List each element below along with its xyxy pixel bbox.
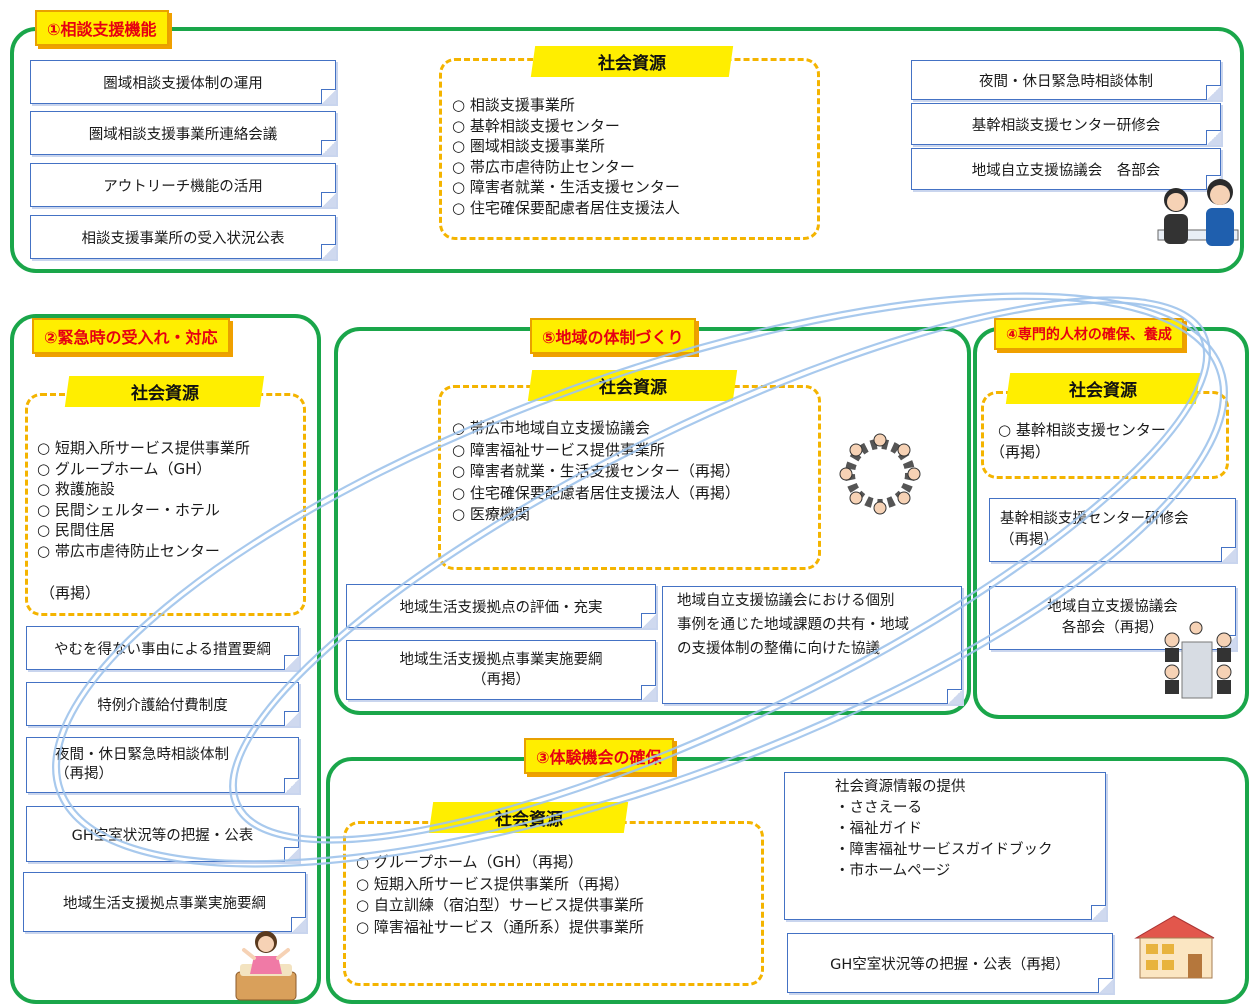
list-item: 短期入所サービス提供事業所（再掲） [356, 874, 644, 896]
section-badge-consultation: ①相談支援機能 [35, 10, 169, 46]
note-line: 地域生活支援拠点事業実施要綱 [399, 652, 603, 668]
resource-list-community: 帯広市地域自立支援協議会 障害福祉サービス提供事業所 障害者就業・生活支援センタ… [452, 418, 740, 526]
note-night-consultation-repost: 夜間・休日緊急時相談体制 （再掲） [26, 737, 299, 793]
list-item: 障害者就業・生活支援センター（再掲） [452, 461, 740, 483]
note-core-center-training: 基幹相談支援センター研修会 [911, 103, 1221, 145]
list-item: 短期入所サービス提供事業所 [37, 438, 250, 459]
note-line: の支援体制の整備に向けた協議 [677, 641, 880, 657]
note-line: 各部会（再掲） [1061, 620, 1164, 636]
meeting-illustration [1164, 621, 1232, 699]
list-item: 住宅確保要配慮者居住支援法人 [452, 198, 680, 219]
list-item: グループホーム（GH） [37, 459, 250, 480]
resource-title-community: 社会資源 [527, 370, 738, 401]
note-line: 夜間・休日緊急時相談体制 [55, 747, 229, 763]
list-item: 自立訓練（宿泊型）サービス提供事業所 [356, 895, 644, 917]
house-illustration [1134, 915, 1215, 979]
note-base-implementation-repost: 地域生活支援拠点事業実施要綱 （再掲） [346, 640, 656, 700]
resource-title-consultation: 社会資源 [530, 46, 734, 77]
list-item: 基幹相談支援センター [452, 116, 680, 137]
note-night-consultation: 夜間・休日緊急時相談体制 [911, 60, 1221, 100]
note-resource-info: 社会資源情報の提供 ・ささえーる ・福祉ガイド ・障害福祉サービスガイドブック … [784, 772, 1106, 920]
list-item: 救護施設 [37, 479, 250, 500]
list-item: 障害福祉サービス提供事業所 [452, 440, 740, 462]
note-gh-vacancy: GH空室状況等の把握・公表 [26, 806, 299, 862]
list-item: 民間シェルター・ホテル [37, 500, 250, 521]
note-line: ・市ホームページ [835, 863, 951, 879]
note-base-evaluation: 地域生活支援拠点の評価・充実 [346, 584, 656, 628]
note-base-implementation: 地域生活支援拠点事業実施要綱 [23, 872, 306, 932]
list-item: 帯広市地域自立支援協議会 [452, 418, 740, 440]
section-badge-emergency: ②緊急時の受入れ・対応 [32, 318, 230, 354]
note-gh-vacancy-repost: GH空室状況等の把握・公表（再掲） [787, 933, 1113, 993]
list-item: 民間住居 [37, 520, 250, 541]
note-line: （再掲） [1000, 532, 1058, 548]
note-line: （再掲） [472, 672, 530, 688]
list-item: 帯広市虐待防止センター [452, 157, 680, 178]
note-line: （再掲） [55, 766, 113, 782]
resource-title-personnel: 社会資源 [1005, 373, 1201, 404]
note-line: 基幹相談支援センター研修会 [1000, 511, 1189, 527]
list-item: 相談支援事業所 [452, 95, 680, 116]
resource-title-emergency: 社会資源 [64, 376, 265, 407]
list-item: 医療機関 [452, 504, 740, 526]
resource-list-emergency: 短期入所サービス提供事業所 グループホーム（GH） 救護施設 民間シェルター・ホ… [37, 438, 250, 561]
note-line: ・福祉ガイド [835, 821, 922, 837]
note-special-benefit: 特例介護給付費制度 [26, 682, 299, 726]
note-line: 社会資源情報の提供 [835, 779, 966, 795]
section-badge-experience: ③体験機会の確保 [524, 738, 674, 774]
resource-title-experience: 社会資源 [428, 802, 629, 833]
list-item: 帯広市虐待防止センター [37, 541, 250, 562]
note-liaison-meeting: 圏域相談支援事業所連絡会議 [30, 111, 336, 155]
note-line: ・ささえーる [835, 800, 922, 816]
section-badge-personnel: ④専門的人材の確保、養成 [994, 318, 1184, 350]
list-item: グループホーム（GH）（再掲） [356, 852, 644, 874]
note-regional-system: 圏域相談支援体制の運用 [30, 60, 336, 104]
resource-list-personnel: 基幹相談支援センター [998, 420, 1166, 441]
section-badge-community: ⑤地域の体制づくり [530, 318, 696, 354]
note-line: 事例を通じた地域課題の共有・地域 [677, 617, 909, 633]
note-outreach: アウトリーチ機能の活用 [30, 163, 336, 207]
list-item: 住宅確保要配慮者居住支援法人（再掲） [452, 483, 740, 505]
note-core-training-repost: 基幹相談支援センター研修会 （再掲） [989, 498, 1236, 562]
resource-list-experience: グループホーム（GH）（再掲） 短期入所サービス提供事業所（再掲） 自立訓練（宿… [356, 852, 644, 938]
note-unavoidable-measures: やむを得ない事由による措置要綱 [26, 626, 299, 670]
resource-note-personnel: （再掲） [990, 443, 1051, 461]
resource-list-consultation: 相談支援事業所 基幹相談支援センター 圏域相談支援事業所 帯広市虐待防止センター… [452, 95, 680, 218]
note-acceptance-status: 相談支援事業所の受入状況公表 [30, 215, 336, 259]
note-line: ・障害福祉サービスガイドブック [835, 842, 1053, 858]
note-line: 地域自立支援協議会における個別 [677, 593, 895, 609]
list-item: 圏域相談支援事業所 [452, 136, 680, 157]
note-line: 地域自立支援協議会 [1047, 599, 1178, 615]
note-council-discussion: 地域自立支援協議会における個別 事例を通じた地域課題の共有・地域 の支援体制の整… [662, 586, 962, 704]
resource-note-emergency: （再掲） [40, 584, 101, 602]
people-circle-illustration [839, 433, 921, 515]
consultation-illustration [1157, 179, 1239, 246]
list-item: 基幹相談支援センター [998, 420, 1166, 441]
child-on-bed-illustration [235, 931, 297, 1001]
list-item: 障害者就業・生活支援センター [452, 177, 680, 198]
list-item: 障害福祉サービス（通所系）提供事業所 [356, 917, 644, 939]
